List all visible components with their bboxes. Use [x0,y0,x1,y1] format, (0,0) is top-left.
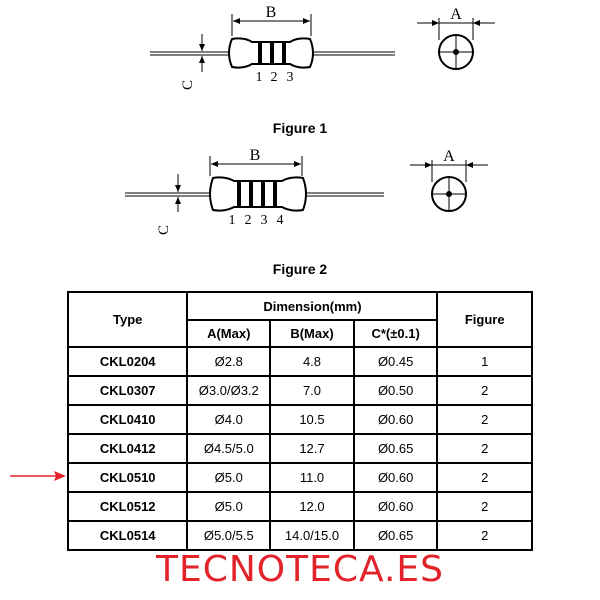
cell-c: Ø0.65 [352,520,439,551]
cell-type: CKL0412 [66,433,189,464]
cell-a: Ø5.0 [186,462,272,493]
cell-a: Ø4.0 [186,404,272,435]
figure-1-drawing: B C 1 2 3 A [150,4,495,90]
cell-type: CKL0410 [66,404,189,435]
cell-b: 4.8 [269,346,355,377]
dimension-table: Type Dimension(mm) Figure A(Max) B(Max) … [66,291,533,551]
cell-a: Ø2.8 [186,346,272,377]
fig2-label-b: B [250,147,261,164]
cell-b: 12.0 [269,491,355,522]
fig1-band-3: 3 [287,70,294,85]
table-row: CKL0514 Ø5.0/5.5 14.0/15.0 Ø0.65 2 [66,520,533,551]
cell-b: 14.0/15.0 [269,520,355,551]
header-dimension: Dimension(mm) [186,291,439,321]
cell-c: Ø0.60 [352,404,439,435]
cell-b: 12.7 [269,433,355,464]
fig2-label-c: C [156,225,172,235]
fig1-band-2: 2 [271,70,278,85]
cell-type: CKL0514 [66,520,189,551]
figure-2-drawing: B C 1 2 3 4 A [125,147,488,235]
cell-figure: 2 [436,375,533,406]
cell-a: Ø4.5/5.0 [186,433,272,464]
table-row-highlighted: CKL0510 Ø5.0 11.0 Ø0.60 2 [66,462,533,493]
cell-type: CKL0307 [66,375,189,406]
header-figure: Figure [436,291,533,348]
header-a-max: A(Max) [186,319,272,348]
inductor-body-2 [209,176,307,212]
cell-a: Ø3.0/Ø3.2 [186,375,272,406]
cell-figure: 2 [436,491,533,522]
cell-c: Ø0.50 [352,375,439,406]
header-b-max: B(Max) [269,319,355,348]
figure-1-caption: Figure 1 [272,120,328,136]
cell-figure: 2 [436,462,533,493]
header-c-tol: C*(±0.1) [352,319,439,348]
table-row: CKL0512 Ø5.0 12.0 Ø0.60 2 [66,491,533,522]
fig1-label-a: A [450,6,462,23]
cell-figure: 2 [436,520,533,551]
cell-c: Ø0.60 [352,491,439,522]
cell-c: Ø0.60 [352,462,439,493]
cell-a: Ø5.0 [186,491,272,522]
cell-type: CKL0204 [66,346,189,377]
cell-figure: 2 [436,433,533,464]
figure-2-caption: Figure 2 [272,261,328,277]
table-row: CKL0204 Ø2.8 4.8 Ø0.45 1 [66,346,533,377]
right-arrow-icon [10,471,66,481]
cell-type: CKL0510 [66,462,189,493]
fig2-band-3: 3 [261,213,268,228]
cell-a: Ø5.0/5.5 [186,520,272,551]
table-row: CKL0412 Ø4.5/5.0 12.7 Ø0.65 2 [66,433,533,464]
cell-type: CKL0512 [66,491,189,522]
cell-figure: 1 [436,346,533,377]
header-type: Type [66,291,189,348]
fig2-band-2: 2 [245,213,252,228]
fig1-band-1: 1 [256,70,263,85]
table-row: CKL0307 Ø3.0/Ø3.2 7.0 Ø0.50 2 [66,375,533,406]
fig1-label-c: C [180,80,196,90]
table-row: CKL0410 Ø4.0 10.5 Ø0.60 2 [66,404,533,435]
fig2-label-a: A [443,148,455,165]
cell-b: 7.0 [269,375,355,406]
cell-c: Ø0.45 [352,346,439,377]
fig2-band-4: 4 [277,213,284,228]
cell-b: 10.5 [269,404,355,435]
fig2-band-1: 1 [229,213,236,228]
cell-c: Ø0.65 [352,433,439,464]
brand-logo-text: TECNOTECA.ES [155,549,445,590]
cell-b: 11.0 [269,462,355,493]
fig1-label-b: B [266,4,277,21]
cell-figure: 2 [436,404,533,435]
